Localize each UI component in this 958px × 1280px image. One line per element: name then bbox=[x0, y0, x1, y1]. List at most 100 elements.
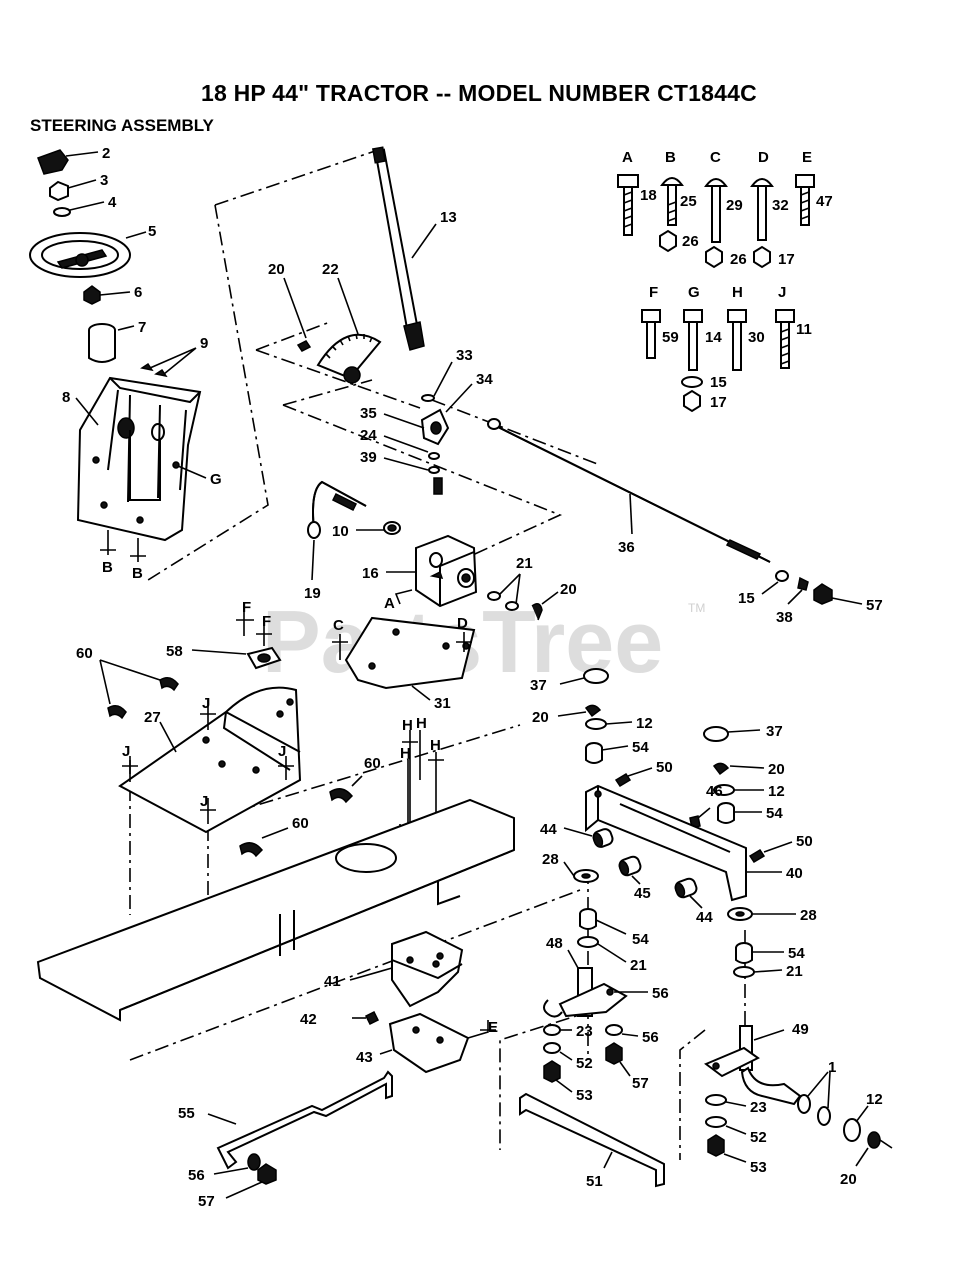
callout-52a: 52 bbox=[576, 1055, 593, 1072]
bolt-icon bbox=[683, 309, 703, 371]
nut-icon bbox=[83, 285, 101, 305]
callout-h4: H bbox=[430, 737, 441, 754]
washer-icon bbox=[585, 718, 607, 730]
callout-54d: 54 bbox=[788, 945, 805, 962]
axle-support-icon bbox=[391, 930, 464, 1008]
washer-icon bbox=[843, 1118, 861, 1142]
hardware-key: A B C D E 18 25 26 29 26 bbox=[617, 149, 833, 413]
callout-6: 6 bbox=[134, 284, 142, 301]
washer-icon bbox=[428, 466, 440, 474]
nut-icon bbox=[49, 180, 69, 202]
ball-joint-icon bbox=[383, 521, 401, 535]
callout-44b: 44 bbox=[696, 909, 713, 926]
carriage-bolt-icon bbox=[660, 177, 684, 226]
callout-j1: J bbox=[202, 695, 210, 712]
callout-53a: 53 bbox=[576, 1087, 593, 1104]
hw-nut-26a: 26 bbox=[682, 233, 699, 250]
callout-j2: J bbox=[122, 743, 130, 760]
axle-spacer-icon bbox=[674, 877, 698, 899]
callout-10: 10 bbox=[332, 523, 349, 540]
washer-icon bbox=[53, 207, 71, 217]
washer-icon bbox=[681, 376, 703, 388]
hw-bolt-11: 11 bbox=[796, 321, 812, 338]
hw-bolt-47: 47 bbox=[816, 193, 833, 210]
washer-icon bbox=[705, 1094, 727, 1106]
steering-wheel-icon bbox=[29, 232, 131, 278]
callout-20e: 20 bbox=[840, 1171, 857, 1188]
callout-1: 1 bbox=[828, 1059, 836, 1076]
callout-35: 35 bbox=[360, 405, 377, 422]
front-axle-icon bbox=[585, 784, 747, 902]
callout-7: 7 bbox=[138, 319, 146, 336]
callout-31: 31 bbox=[434, 695, 451, 712]
callout-13: 13 bbox=[440, 209, 457, 226]
callout-52b: 52 bbox=[750, 1129, 767, 1146]
callout-23a: 23 bbox=[576, 1023, 593, 1040]
callout-b2: B bbox=[132, 565, 143, 582]
tie-rod-icon bbox=[487, 418, 771, 563]
hw-letter-b: B bbox=[665, 149, 676, 166]
right-spindle-icon bbox=[704, 1025, 802, 1106]
hw-letter-d: D bbox=[758, 149, 769, 166]
callout-37a: 37 bbox=[530, 677, 547, 694]
callout-34: 34 bbox=[476, 371, 493, 388]
washer-icon bbox=[543, 1042, 561, 1054]
callout-16: 16 bbox=[362, 565, 379, 582]
callout-56a: 56 bbox=[652, 985, 669, 1002]
callout-56b: 56 bbox=[642, 1029, 659, 1046]
hw-nut-17b: 17 bbox=[710, 394, 727, 411]
hw-nut-17a: 17 bbox=[778, 251, 795, 268]
callout-28b: 28 bbox=[800, 907, 817, 924]
callout-53b: 53 bbox=[750, 1159, 767, 1176]
steering-gear-housing-icon bbox=[420, 408, 450, 446]
callout-46: 46 bbox=[706, 783, 723, 800]
callout-3: 3 bbox=[100, 172, 108, 189]
axle-spacer-icon bbox=[592, 828, 614, 848]
callout-27: 27 bbox=[144, 709, 161, 726]
nut-icon bbox=[605, 1042, 623, 1065]
callout-24: 24 bbox=[360, 427, 377, 444]
callout-58: 58 bbox=[166, 643, 183, 660]
axle-cap-icon bbox=[703, 726, 729, 742]
washer-icon bbox=[543, 1024, 561, 1036]
callout-39: 39 bbox=[360, 449, 377, 466]
callout-15: 15 bbox=[738, 590, 755, 607]
floor-plate-icon bbox=[118, 686, 302, 834]
bolt-icon bbox=[727, 309, 747, 371]
callout-b1: B bbox=[102, 559, 113, 576]
washer-icon bbox=[817, 1106, 831, 1126]
nut-icon bbox=[543, 1060, 561, 1083]
callout-44a: 44 bbox=[540, 821, 557, 838]
callout-43: 43 bbox=[356, 1049, 373, 1066]
bushing-icon bbox=[717, 802, 735, 824]
cotter-pin-icon bbox=[531, 603, 543, 621]
hw-letter-j: J bbox=[778, 284, 786, 301]
callout-50a: 50 bbox=[656, 759, 673, 776]
washer-icon bbox=[605, 1024, 623, 1036]
washer-icon bbox=[797, 1094, 811, 1114]
bolt-icon bbox=[617, 174, 639, 236]
pin-icon bbox=[296, 340, 312, 352]
bushing-icon bbox=[579, 908, 597, 930]
drag-link-rod-icon bbox=[216, 1070, 393, 1170]
carriage-bolt-icon bbox=[704, 178, 728, 243]
clamp-bracket-icon bbox=[246, 646, 282, 670]
nut-icon bbox=[753, 245, 771, 269]
callout-19: 19 bbox=[304, 585, 321, 602]
hw-letter-a: A bbox=[622, 149, 633, 166]
bolt-icon bbox=[641, 309, 661, 359]
drag-link-icon bbox=[307, 480, 367, 539]
callout-20d: 20 bbox=[768, 761, 785, 778]
washer-hole bbox=[735, 911, 745, 917]
washer-icon bbox=[577, 936, 599, 948]
nut-icon bbox=[659, 229, 677, 253]
hw-letter-e: E bbox=[802, 149, 812, 166]
callout-f2: F bbox=[262, 613, 271, 630]
bolt-icon bbox=[795, 174, 815, 226]
callout-12a: 12 bbox=[636, 715, 653, 732]
callout-60a: 60 bbox=[76, 645, 93, 662]
washer-icon bbox=[505, 601, 519, 611]
callout-c: C bbox=[333, 617, 344, 634]
callout-36: 36 bbox=[618, 539, 635, 556]
nut-icon bbox=[813, 583, 833, 605]
